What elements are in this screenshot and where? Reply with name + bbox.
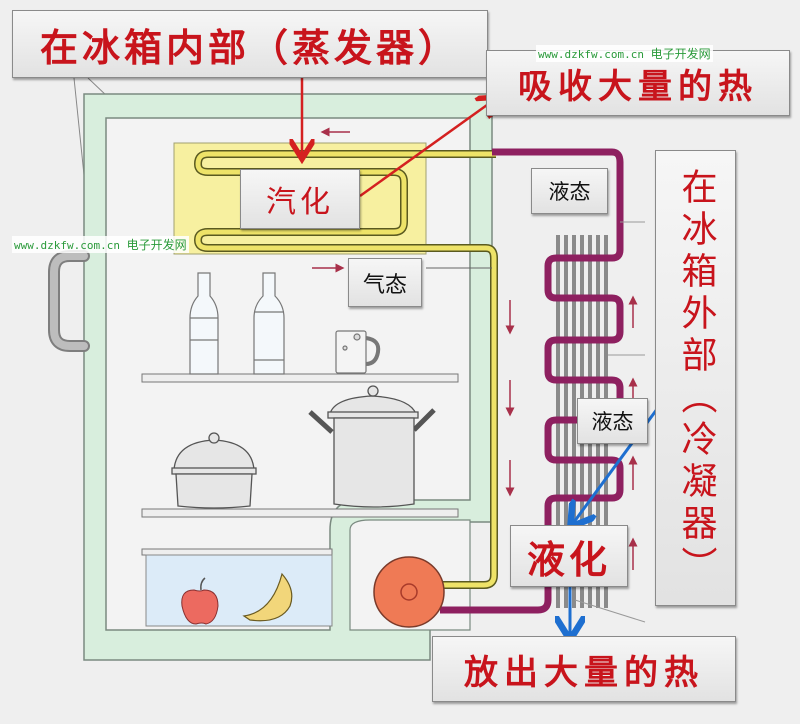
bottle xyxy=(189,272,219,375)
small-pot xyxy=(171,432,257,509)
door-handle xyxy=(48,250,90,352)
label-liquefy: 液化 xyxy=(510,525,628,587)
mug xyxy=(335,330,381,374)
compressor xyxy=(373,556,445,628)
bottle xyxy=(253,272,285,375)
label-inside-evaporator: 在冰箱内部（蒸发器） xyxy=(12,10,488,78)
shelf-lower xyxy=(141,508,459,518)
crisper-drawer xyxy=(141,548,333,627)
label-liquid-state-top: 液态 xyxy=(531,168,608,214)
banana xyxy=(242,572,293,622)
label-gas-state: 气态 xyxy=(348,258,422,307)
large-pot xyxy=(308,385,436,508)
label-vaporize: 汽化 xyxy=(240,169,360,229)
evaporator-coil xyxy=(194,150,498,589)
condenser-coil xyxy=(440,148,624,614)
shelf-upper xyxy=(141,373,459,383)
label-liquid-state-mid: 液态 xyxy=(577,398,648,444)
watermark: www.dzkfw.com.cn 电子开发网 xyxy=(536,45,713,62)
label-outside-condenser: 在冰箱外部（冷凝器） xyxy=(655,150,736,606)
leader-line xyxy=(574,599,646,623)
watermark: www.dzkfw.com.cn 电子开发网 xyxy=(12,236,189,253)
pointer-line xyxy=(73,77,85,176)
apple xyxy=(181,577,219,625)
arrow-diagonal-red xyxy=(359,100,494,198)
label-release-heat: 放出大量的热 xyxy=(432,636,736,702)
